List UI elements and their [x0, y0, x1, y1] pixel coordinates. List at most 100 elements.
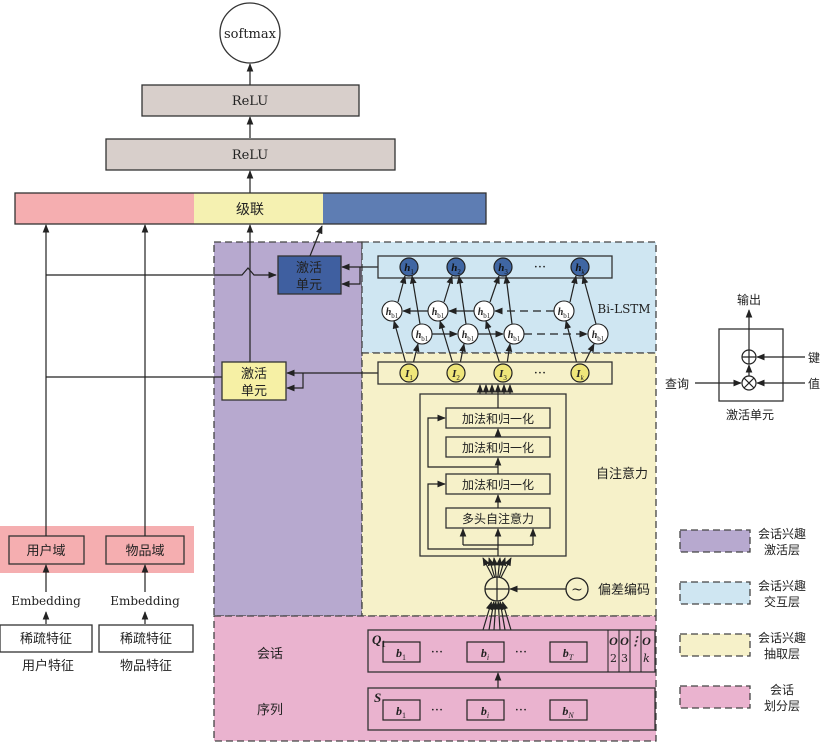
residual-1: [427, 480, 498, 550]
lstm-arrow: [564, 320, 578, 365]
sine-wave-icon: ~: [571, 582, 583, 598]
bias-encoding-label: 偏差编码: [598, 583, 650, 598]
lstm-arrow: [456, 275, 467, 325]
backward-lstm-node: [381, 300, 403, 322]
lstm-arrow: [505, 343, 513, 365]
h-node: [493, 257, 513, 277]
sequence-item-label: bi: [481, 704, 489, 720]
session-item: [382, 641, 421, 663]
embedding-user-label: Embedding: [11, 594, 81, 608]
o-cell-base: O: [620, 634, 629, 648]
item-domain-label: 物品域: [125, 544, 164, 559]
relu-lower-label: ReLU: [232, 148, 268, 163]
concat-label: 级联: [236, 202, 264, 218]
i-node-label: I2: [451, 368, 460, 382]
relu-upper-layer: [141, 84, 360, 117]
h-node: [570, 257, 590, 277]
user-features-label: 用户特征: [22, 658, 74, 674]
ellipsis: ···: [431, 645, 443, 660]
sequence-item-label: bN: [562, 704, 574, 720]
lstm-arrow: [485, 320, 501, 365]
domain-band: [0, 526, 194, 573]
o-cell-sub: k: [643, 652, 650, 665]
sequence-container: [367, 687, 656, 731]
relu-upper-label: ReLU: [232, 94, 268, 109]
arrow-fan-up: [500, 557, 512, 578]
sparse-item-label: 稀疏特征: [120, 632, 172, 647]
backward-lstm-node-label: hb1: [386, 307, 399, 320]
concat-interest-segment: [323, 193, 486, 224]
backward-lstm-node-label: hb1: [432, 307, 445, 320]
residual-2: [427, 414, 498, 468]
legend-label-line1: 会话兴趣: [758, 526, 806, 541]
forward-lstm-node-label: hb1: [462, 330, 475, 343]
arrow-fan-up: [491, 557, 499, 578]
lstm-arrow: [489, 275, 500, 303]
partition-layer-region: [213, 615, 657, 742]
h-ellipsis: ···: [534, 260, 546, 275]
inset-activation-unit: [718, 328, 784, 402]
lstm-arrow: [583, 343, 595, 365]
backward-lstm-node-label: hb1: [558, 307, 571, 320]
sequence-item: [466, 699, 505, 721]
add-norm-label-1: 加法和归一化: [462, 412, 534, 426]
i-node-label: I3: [498, 368, 507, 382]
inset-output-label: 输出: [737, 292, 761, 307]
session-label: 会话: [257, 647, 283, 662]
inset-query-label: 查询: [665, 377, 689, 391]
arrow-fan-up: [487, 557, 496, 578]
lstm-arrow: [397, 275, 407, 303]
inset-caption: 激活单元: [726, 408, 774, 422]
sequence-label: 序列: [257, 703, 283, 718]
sparse-item-box: [98, 624, 194, 653]
arrow-i-row-to-activation-2: [286, 373, 304, 392]
activation-layer-region: [213, 241, 363, 617]
sequence-item-label: b1: [396, 704, 406, 720]
sparse-user-label: 稀疏特征: [20, 632, 72, 647]
legend-label-line2: 激活层: [764, 543, 800, 557]
arrow-user-to-top-activation: [46, 267, 277, 279]
activation-unit-bottom-label-2: 单元: [241, 384, 267, 399]
inset-plus-icon: [742, 350, 756, 364]
sequence-item: [549, 699, 588, 721]
concat-user-segment: [15, 193, 194, 224]
sparse-user-box: [0, 624, 93, 653]
session-container: [367, 629, 656, 673]
o-cell-base: O: [609, 634, 618, 648]
legend-swatch: [679, 529, 751, 553]
h-node-label: h3: [498, 262, 508, 276]
legend-label-line2: 抽取层: [764, 647, 800, 661]
s-label: S: [374, 690, 381, 705]
softmax-node: [219, 2, 281, 64]
legend-swatch: [679, 685, 751, 709]
o-cell-base: ⋮: [630, 634, 642, 648]
i-node: [399, 363, 419, 383]
i-node: [446, 363, 466, 383]
embedding-item-label: Embedding: [110, 594, 180, 608]
ellipsis: ···: [515, 703, 527, 718]
user-domain-label: 用户域: [26, 543, 65, 559]
session-item-label: bT: [563, 646, 574, 662]
h-node-label: h2: [451, 262, 461, 276]
lstm-arrow: [409, 275, 421, 325]
multihead-label: 多头自注意力: [462, 511, 534, 526]
i-node: [570, 363, 590, 383]
bilstm-label: Bi-LSTM: [597, 302, 650, 316]
sequence-item: [382, 699, 421, 721]
lstm-arrow: [459, 343, 466, 365]
lstm-arrow: [412, 343, 420, 365]
legend-label-line1: 会话兴趣: [758, 578, 806, 593]
softmax-label: softmax: [224, 27, 277, 42]
inset-times-icon: [743, 377, 755, 389]
activation-unit-top-label-1: 激活: [296, 261, 322, 276]
lstm-arrow: [443, 275, 453, 303]
forward-lstm-node-label: hb1: [592, 330, 605, 343]
legend-label-line1: 会话兴趣: [758, 630, 806, 645]
concat-layer: [14, 192, 487, 225]
legend-label-line2: 划分层: [764, 699, 800, 713]
o-cell-base: O: [642, 634, 651, 648]
lstm-arrow: [569, 275, 578, 303]
add-norm-label-2: 加法和归一化: [462, 441, 534, 455]
session-item-label: b1: [396, 646, 406, 662]
